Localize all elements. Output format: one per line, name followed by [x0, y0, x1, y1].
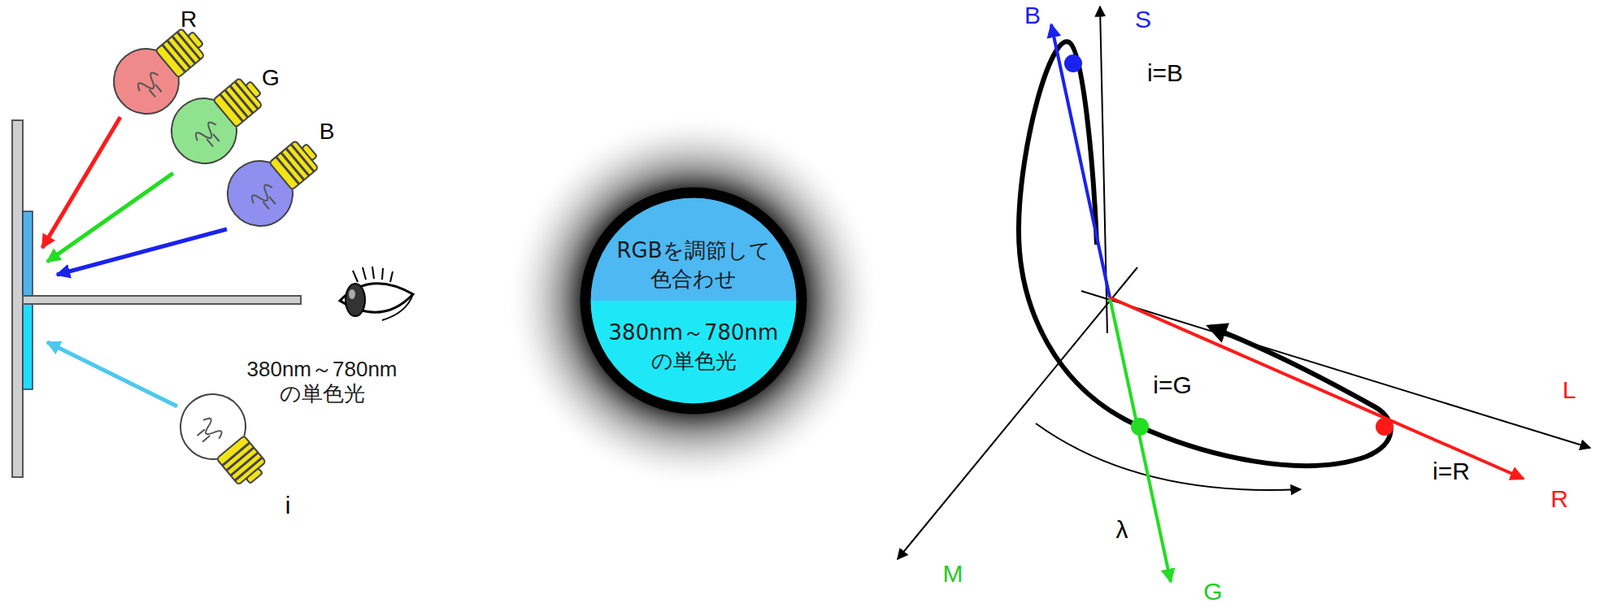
- divider: [22, 295, 301, 305]
- viewing-field: RGBを調節して 色合わせ 380nm～780nm の単色光: [579, 186, 808, 415]
- viewing-field-glow: [504, 112, 883, 490]
- r-point: [1375, 417, 1394, 436]
- axis-label: G: [1203, 578, 1222, 607]
- mix-patch: [22, 211, 33, 296]
- axis-label: 380nm～780nm の単色光: [220, 357, 424, 407]
- mix-half: [590, 197, 797, 301]
- wavelength-arrow: [1035, 423, 1301, 491]
- axis-label: B: [319, 118, 335, 145]
- b-vector: [1051, 24, 1110, 298]
- l-axis: [1081, 291, 1591, 448]
- field-text: 380nm～780nm の単色光: [600, 318, 787, 376]
- axis-label: λ: [1116, 516, 1129, 545]
- axis-label: L: [1562, 376, 1577, 405]
- field-shape: [579, 186, 808, 415]
- r-vector: [1109, 297, 1524, 479]
- axis-label: i: [285, 491, 292, 521]
- eye: [339, 266, 414, 321]
- axis-label: G: [261, 65, 280, 92]
- bulb-test: [167, 381, 282, 500]
- spectral-locus: [1018, 41, 1392, 466]
- test-half: [590, 300, 797, 405]
- axis-label: B: [1024, 1, 1041, 31]
- g-point: [1130, 417, 1149, 436]
- g-vector: [1109, 297, 1171, 583]
- bulb-green: [158, 62, 278, 177]
- axis-label: M: [943, 560, 964, 589]
- axis-label: R: [180, 6, 197, 33]
- field-rim: [585, 192, 802, 409]
- axis-label: i=R: [1432, 457, 1470, 487]
- test-patch: [22, 304, 33, 390]
- axis-label: i=G: [1152, 371, 1192, 400]
- axis-label: i=B: [1147, 59, 1183, 88]
- wall: [12, 120, 23, 478]
- field-text: RGBを調節して 色合わせ: [600, 236, 787, 294]
- test-light: [47, 342, 178, 407]
- b-point: [1064, 54, 1083, 73]
- m-axis: [897, 267, 1138, 560]
- axis-label: S: [1134, 5, 1152, 35]
- blue-light: [56, 229, 227, 275]
- axis-label: R: [1550, 485, 1569, 514]
- bulb-blue: [214, 125, 334, 240]
- red-light: [42, 117, 121, 248]
